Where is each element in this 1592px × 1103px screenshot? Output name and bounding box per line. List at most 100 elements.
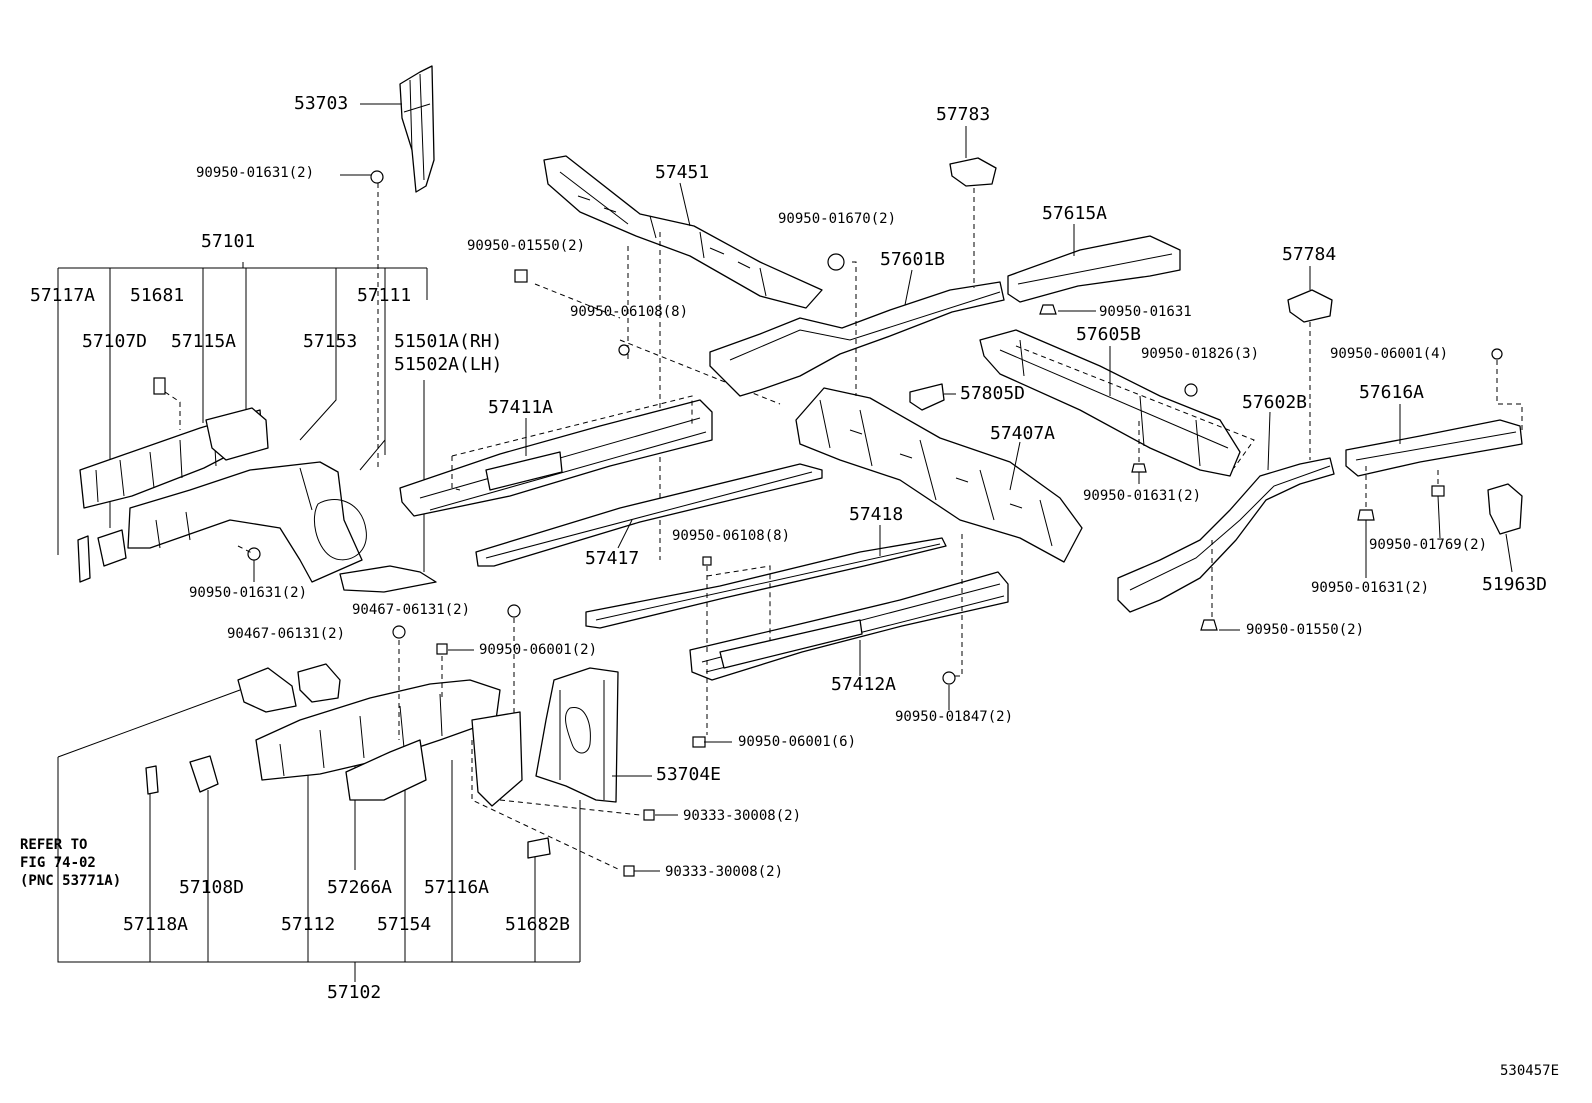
label-90950-01631-e: 90950-01631(2) [1311,580,1430,596]
label-53704E: 53704E [656,764,722,785]
nut-icon [623,865,635,877]
label-57605B: 57605B [1076,324,1142,345]
dashed-guide [471,740,641,871]
plug-icon [827,253,845,271]
label-90950-01670: 90950-01670(2) [778,211,897,227]
part-53703 [399,65,435,193]
bolt-icon [1200,619,1218,631]
nut-icon [436,643,448,655]
part-57411A [399,399,713,517]
label-90950-01550-a: 90950-01550(2) [467,238,586,254]
label-57783: 57783 [936,104,991,125]
part-53704E [535,667,619,803]
label-57615A: 57615A [1042,203,1108,224]
label-57616A: 57616A [1359,382,1425,403]
dashed-guide [1015,345,1255,469]
leader-refer [57,689,241,758]
label-90950-01631-a: 90950-01631(2) [196,165,315,181]
label-refer-to-fig: REFER TO FIG 74-02 (PNC 53771A) [20,837,122,889]
label-57412A: 57412A [831,674,897,695]
label-90950-06001-b: 90950-06001(6) [738,734,857,750]
part-57601B [709,281,1005,397]
label-90950-01847: 90950-01847(2) [895,709,1014,725]
bracket-57102 [57,757,581,963]
clip-icon [702,556,712,566]
nut-icon [514,269,528,283]
label-90467-06131-b: 90467-06131(2) [227,626,346,642]
dashed-guide [164,391,181,430]
part-57615A [1007,235,1181,303]
plug-icon [942,671,956,685]
dashed-guide [1365,466,1439,510]
clip-icon [618,344,630,356]
bolt-icon [370,170,384,184]
part-57602B [1117,457,1335,613]
part-57407A [795,387,1083,563]
label-90333-30008-a: 90333-30008(2) [683,808,802,824]
part-57805D [909,383,945,411]
label-57118A: 57118A [123,914,189,935]
dashed-guide [451,395,693,491]
part-57412A [689,571,1009,681]
diagram-id: 530457E [1500,1063,1560,1079]
nut-icon [643,809,655,821]
label-57418: 57418 [849,504,904,525]
leader [1437,495,1441,539]
part-57111-side-member [77,407,437,593]
part-57418 [585,537,947,629]
bolt-icon [507,604,521,618]
leader-57111 [359,320,386,471]
label-57117A: 57117A [30,285,96,306]
part-57451 [543,155,823,309]
dashed-guide [534,283,781,405]
label-51502A: 51502A(LH) [394,354,503,375]
label-57107D: 57107D [82,331,148,352]
label-90950-01631-b: 90950-01631(2) [189,585,308,601]
label-57154: 57154 [377,914,432,935]
leader-57407A [1009,441,1021,491]
label-57411A: 57411A [488,397,554,418]
label-90950-06108-b: 90950-06108(8) [672,528,791,544]
dashed-guide [952,534,963,677]
leader-57451 [679,182,691,227]
label-57101: 57101 [201,231,256,252]
label-90950-06001-c: 90950-06001(4) [1330,346,1449,362]
label-57102: 57102 [327,982,382,1003]
label-53703: 53703 [294,93,349,114]
label-90950-01550-b: 90950-01550(2) [1246,622,1365,638]
label-57602B: 57602B [1242,392,1308,413]
label-90950-01631-c: 90950-01631 [1099,304,1192,320]
bolt-icon [392,625,406,639]
label-57115A: 57115A [171,331,237,352]
nut-icon [692,736,706,748]
leader-51963D [1505,533,1513,573]
bolt-icon [1357,509,1375,521]
label-90333-30008-b: 90333-30008(2) [665,864,784,880]
dashed-guide [1496,360,1523,430]
label-57153: 57153 [303,331,358,352]
part-51681 [153,377,166,395]
part-51963D [1487,483,1523,535]
leaders [448,629,1240,872]
leader-57417 [617,519,633,549]
part-57784 [1287,289,1333,323]
dashed-guide [852,261,857,396]
label-57108D: 57108D [179,877,245,898]
label-51681: 51681 [130,285,185,306]
label-57116A: 57116A [424,877,490,898]
label-57451: 57451 [655,162,710,183]
label-90950-06108-a: 90950-06108(8) [570,304,689,320]
label-57112: 57112 [281,914,336,935]
label-57407A: 57407A [990,423,1056,444]
label-90950-01826: 90950-01826(3) [1141,346,1260,362]
label-51963D: 51963D [1482,574,1548,595]
part-57783 [949,157,997,187]
bolt-icon [247,547,261,561]
leader-57601B [904,269,913,306]
label-90950-01769: 90950-01769(2) [1369,537,1488,553]
label-51682B: 51682B [505,914,571,935]
label-90467-06131-a: 90467-06131(2) [352,602,471,618]
clip-icon [1431,485,1445,497]
